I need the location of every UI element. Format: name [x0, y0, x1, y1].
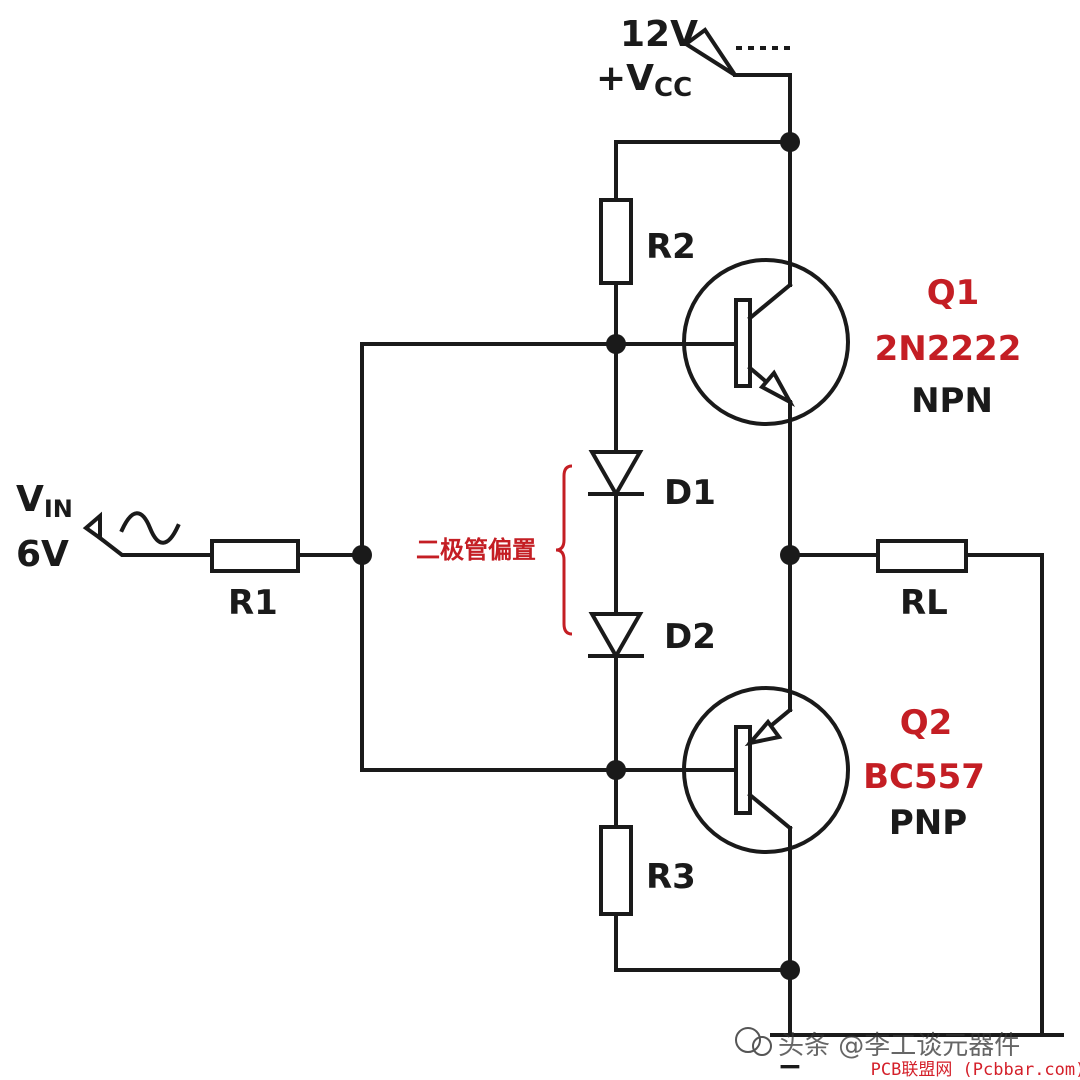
junction-dot	[606, 334, 626, 354]
rl-return-wire	[964, 553, 1044, 1037]
bias-brace	[555, 464, 573, 636]
junction-dot	[780, 132, 800, 152]
resistor-rl	[876, 539, 968, 573]
q2-type: PNP	[889, 803, 967, 843]
junction-dot	[606, 760, 626, 780]
junction-dot	[780, 545, 800, 565]
q1-type: NPN	[911, 381, 993, 421]
input-wire	[97, 535, 214, 557]
q2-part: BC557	[863, 757, 985, 797]
ac-sine-icon	[119, 511, 181, 545]
vcc-wire	[733, 73, 792, 144]
resistor-r2	[599, 198, 633, 285]
input-terminal	[82, 511, 181, 545]
q1-part: 2N2222	[875, 329, 1022, 369]
junction-dots	[352, 132, 800, 980]
q1-name: Q1	[927, 273, 980, 313]
vcc-terminal	[682, 27, 790, 77]
r2-label: R2	[646, 227, 696, 267]
ground-sign: −	[777, 1049, 802, 1080]
d1-label: D1	[664, 473, 716, 513]
junction-dot	[780, 960, 800, 980]
d2-label: D2	[664, 617, 716, 657]
vin-voltage-label: 6V	[16, 534, 69, 575]
resistor-r3	[599, 825, 633, 916]
transistor-q2	[682, 686, 850, 854]
wechat-icon	[735, 1027, 761, 1053]
q2-name: Q2	[900, 703, 953, 743]
pnp-emitter-arrow	[744, 718, 783, 747]
rl-label: RL	[900, 583, 948, 623]
r3-label: R3	[646, 857, 696, 897]
resistor-r1	[210, 539, 300, 573]
bias-note: 二极管偏置	[416, 536, 536, 564]
r1-label: R1	[228, 583, 278, 623]
diode-d2	[588, 612, 644, 661]
watermark: 头条 @李工谈元器件 PCB联盟网 (Pcbbar.com)	[735, 1027, 1080, 1080]
transistor-q1	[682, 258, 850, 426]
vcc-label: +VCC	[596, 58, 692, 103]
vin-label: VIN	[16, 479, 73, 523]
watermark-source: PCB联盟网 (Pcbbar.com)	[871, 1060, 1080, 1080]
npn-emitter-arrow	[758, 369, 796, 407]
diode-d1	[588, 450, 644, 499]
vcc-voltage-label: 12V	[620, 14, 698, 55]
junction-dot	[352, 545, 372, 565]
